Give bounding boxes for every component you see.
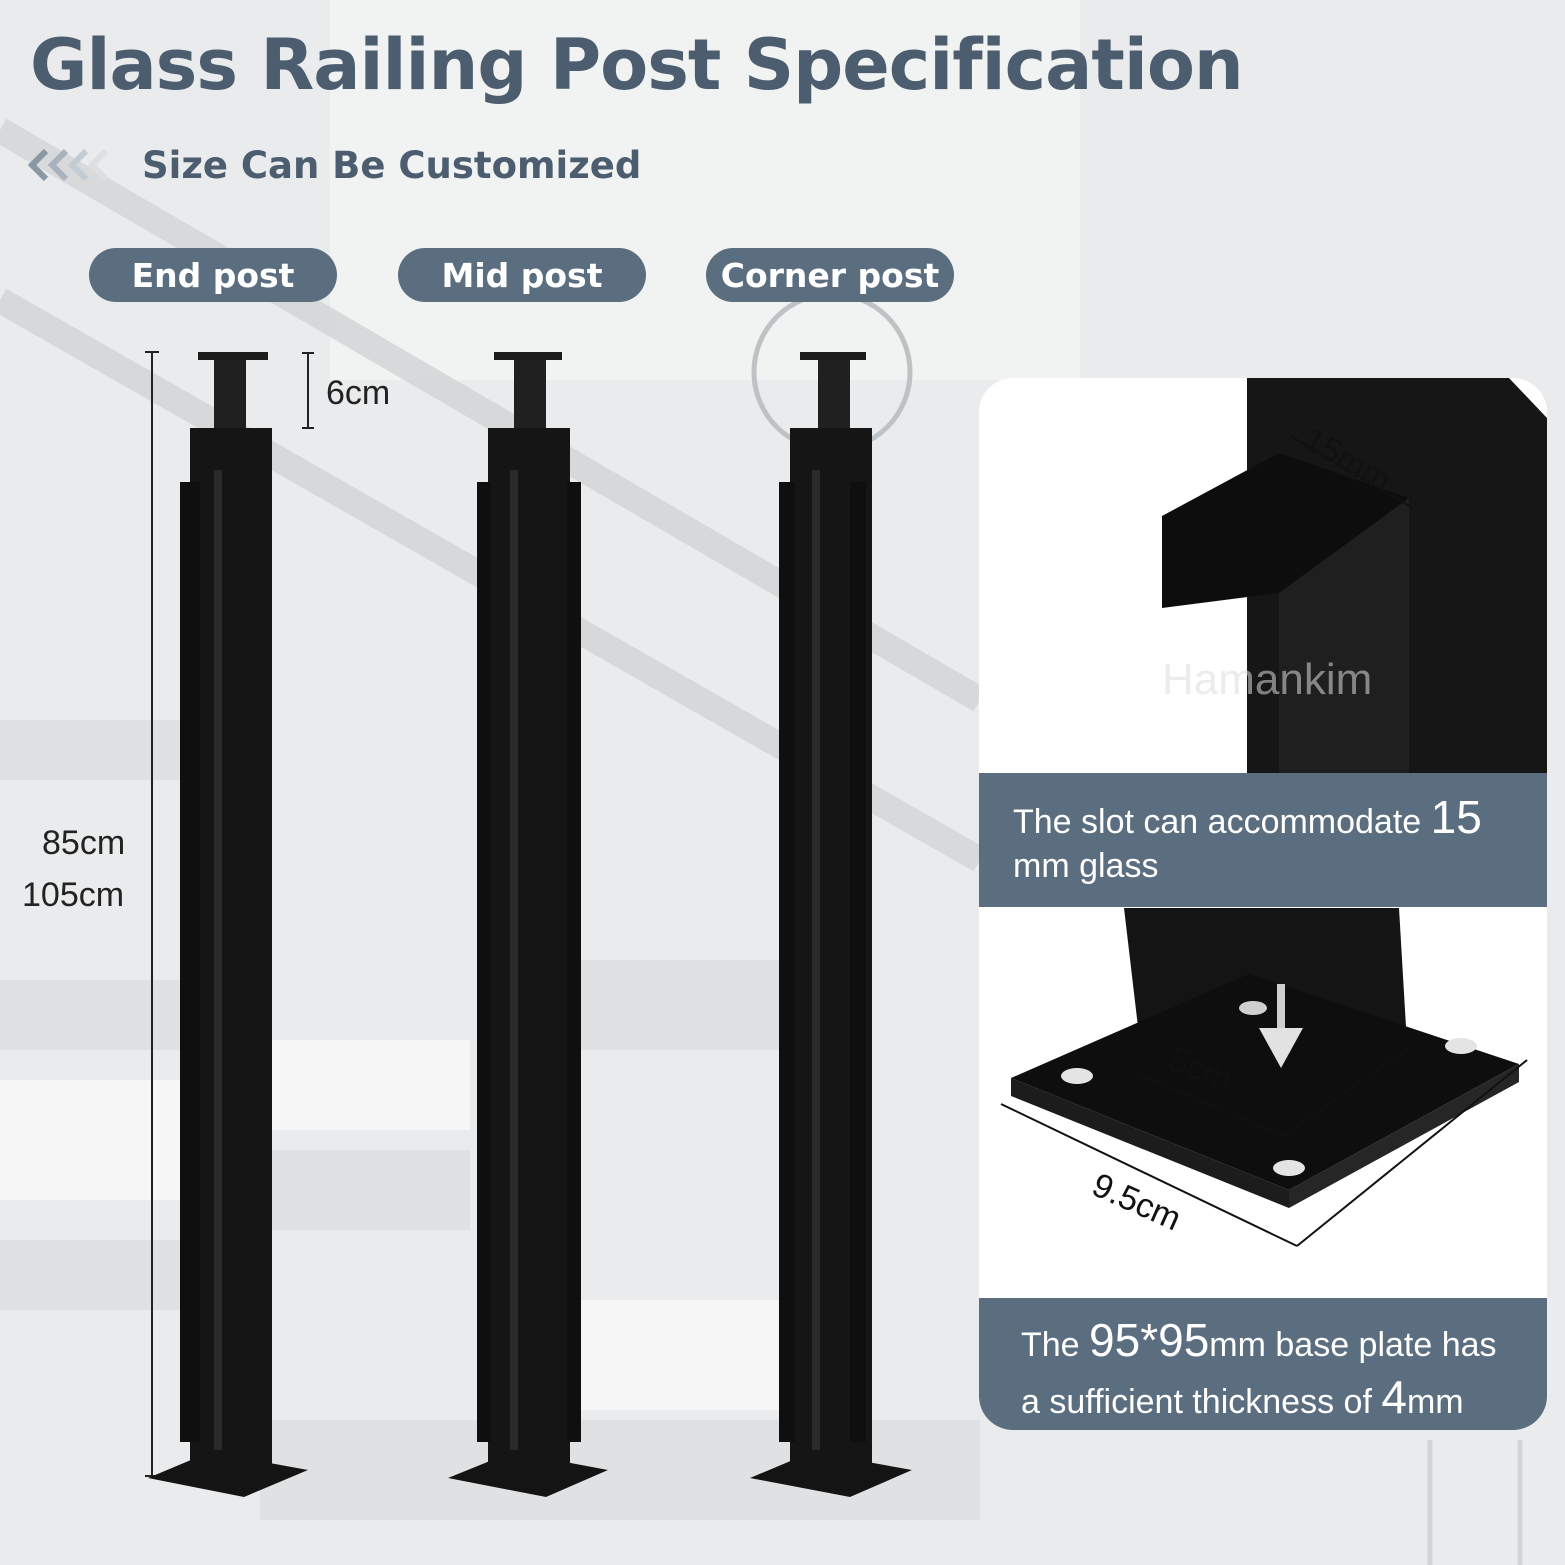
plate-caption-text-1: The [1021, 1326, 1090, 1364]
corner-post [750, 352, 912, 1497]
height-short-label: 85cm [42, 824, 126, 862]
mid-post-label: Mid post [398, 248, 646, 302]
top-height-label: 6cm [326, 374, 391, 412]
page-title: Glass Railing Post Specification [30, 24, 1244, 106]
post-base-closeup [1000, 378, 1547, 1247]
plate-caption-text-2: mm base plate has a sufficient thickness… [1021, 1326, 1497, 1421]
plate-caption-unit: mm [1406, 1383, 1464, 1421]
subtitle-row: Size Can Be Customized [28, 140, 641, 190]
chevron-left-icon [28, 148, 109, 182]
plate-caption: The 95*95mm base plate has a sufficient … [979, 1298, 1547, 1430]
slot-caption-text: The slot can accommodate [1013, 803, 1431, 841]
slot-caption: The slot can accommodate 15 mm glass [979, 773, 1547, 907]
plate-caption-thickness: 4 [1381, 1371, 1407, 1423]
mid-post [448, 352, 608, 1497]
height-tall-label: 105cm [22, 876, 125, 914]
watermark: Hamankim [1162, 655, 1373, 704]
corner-post-label: Corner post [706, 248, 954, 302]
end-post-label: End post [89, 248, 337, 302]
subtitle: Size Can Be Customized [142, 143, 642, 187]
end-post [148, 352, 308, 1497]
plate-caption-size: 95*95 [1089, 1314, 1210, 1366]
slot-caption-value: 15 [1430, 791, 1482, 843]
slot-caption-unit: mm glass [1013, 847, 1159, 885]
posts-illustration [145, 351, 912, 1497]
